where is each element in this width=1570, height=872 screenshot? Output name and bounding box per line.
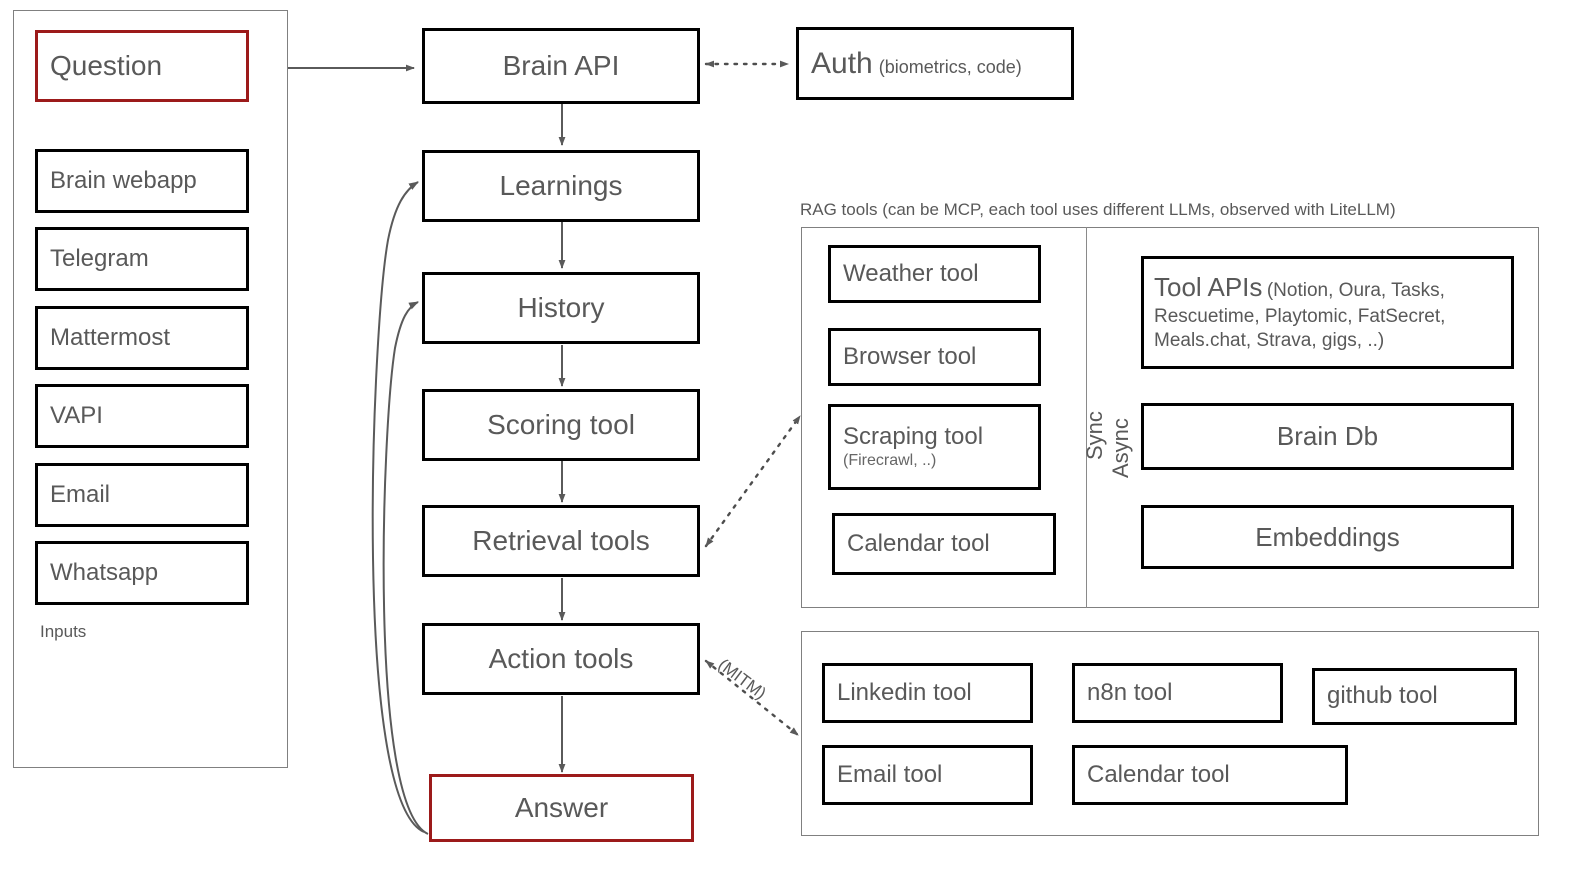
- action-tool-label: Email tool: [837, 760, 943, 788]
- rag-tool-label: Weather tool: [843, 259, 979, 287]
- action-tool-label: n8n tool: [1087, 678, 1173, 706]
- pipeline-node-history[interactable]: History: [422, 272, 700, 344]
- pipeline-node-label: Brain API: [502, 50, 620, 82]
- pipeline-node-action-tools[interactable]: Action tools: [422, 623, 700, 695]
- pipeline-node-retrieval-tools[interactable]: Retrieval tools: [422, 505, 700, 577]
- inputs-caption: Inputs: [40, 622, 87, 641]
- rag-tool-label: Calendar tool: [847, 529, 990, 557]
- pipeline-node-label: Answer: [514, 792, 609, 824]
- action-tool-label: Linkedin tool: [837, 678, 972, 706]
- pipeline-node-answer[interactable]: Answer: [429, 774, 694, 842]
- input-box-brain-webapp[interactable]: Brain webapp: [35, 149, 249, 213]
- edge-answer-to-learnings: [371, 181, 425, 833]
- action-tool-n8n[interactable]: n8n tool: [1072, 663, 1283, 723]
- pipeline-node-scoring-tool[interactable]: Scoring tool: [422, 389, 700, 461]
- input-box-vapi[interactable]: VAPI: [35, 384, 249, 448]
- action-tool-calendar[interactable]: Calendar tool: [1072, 745, 1348, 805]
- input-label: Mattermost: [50, 323, 171, 351]
- input-label: VAPI: [50, 401, 103, 429]
- rag-tool-tool-apis[interactable]: Tool APIs (Notion, Oura, Tasks, Rescueti…: [1141, 256, 1514, 369]
- rag-tool-embeddings[interactable]: Embeddings: [1141, 505, 1514, 569]
- input-box-whatsapp[interactable]: Whatsapp: [35, 541, 249, 605]
- rag-tool-weather[interactable]: Weather tool: [828, 245, 1041, 303]
- rag-sync-label: Sync: [1082, 411, 1107, 460]
- auth-box[interactable]: Auth (biometrics, code): [796, 27, 1074, 100]
- input-label: Whatsapp: [50, 558, 159, 586]
- action-tools-panel: [801, 631, 1539, 836]
- tool-apis-detail: (Notion, Oura, Tasks, Rescuetime, Playto…: [1154, 279, 1446, 352]
- auth-title: Auth: [811, 46, 873, 80]
- pipeline-node-label: Learnings: [499, 170, 623, 202]
- action-tool-github[interactable]: github tool: [1312, 668, 1517, 725]
- pipeline-node-brain-api[interactable]: Brain API: [422, 28, 700, 104]
- rag-panel-caption: RAG tools (can be MCP, each tool uses di…: [800, 200, 1396, 219]
- action-tool-linkedin[interactable]: Linkedin tool: [822, 663, 1033, 723]
- tool-apis-title: Tool APIs: [1154, 271, 1263, 302]
- input-label: Telegram: [50, 244, 149, 272]
- edge-retrieval-to-rag: [704, 414, 802, 548]
- action-tool-email[interactable]: Email tool: [822, 745, 1033, 805]
- rag-tool-scraping[interactable]: Scraping tool (Firecrawl, ..): [828, 404, 1041, 490]
- rag-tool-label: Browser tool: [843, 342, 977, 370]
- input-box-mattermost[interactable]: Mattermost: [35, 306, 249, 370]
- pipeline-node-label: Scoring tool: [487, 409, 635, 441]
- pipeline-node-learnings[interactable]: Learnings: [422, 150, 700, 222]
- input-box-email[interactable]: Email: [35, 463, 249, 527]
- input-box-telegram[interactable]: Telegram: [35, 227, 249, 291]
- action-tool-label: Calendar tool: [1087, 760, 1230, 788]
- rag-async-label: Async: [1108, 418, 1133, 478]
- question-label: Question: [50, 50, 163, 82]
- input-label: Brain webapp: [50, 166, 197, 194]
- rag-tool-brain-db[interactable]: Brain Db: [1141, 403, 1514, 470]
- pipeline-node-label: Action tools: [488, 643, 634, 675]
- input-label: Email: [50, 480, 111, 508]
- pipeline-node-label: Retrieval tools: [472, 525, 650, 557]
- rag-sync-async-divider: [1086, 227, 1087, 608]
- rag-tool-calendar[interactable]: Calendar tool: [832, 513, 1056, 575]
- mitm-connector-label: (MITM): [714, 655, 770, 704]
- rag-tool-label: Embeddings: [1255, 521, 1400, 552]
- action-tool-label: github tool: [1327, 682, 1438, 710]
- question-box[interactable]: Question: [35, 30, 249, 102]
- rag-tool-label: Scraping tool: [843, 423, 984, 451]
- rag-tool-browser[interactable]: Browser tool: [828, 328, 1041, 386]
- auth-detail: (biometrics, code): [878, 56, 1022, 77]
- rag-tool-label: Brain Db: [1276, 421, 1379, 452]
- rag-tool-sublabel: (Firecrawl, ..): [843, 451, 937, 469]
- pipeline-node-label: History: [517, 292, 605, 324]
